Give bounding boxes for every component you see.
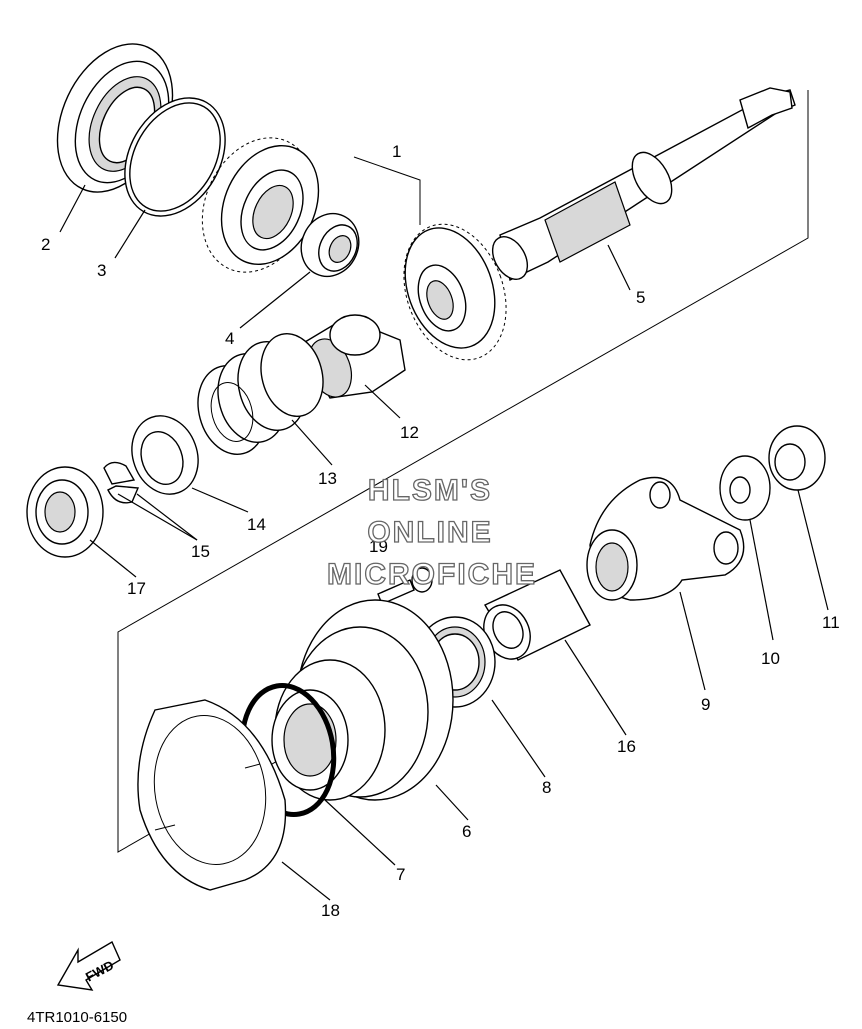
part-10-washer: [719, 455, 771, 521]
label-part-12: 12: [400, 423, 419, 442]
leader-lines: [59, 184, 829, 901]
label-part-11: 11: [822, 613, 840, 632]
label-part-14: 14: [247, 515, 266, 534]
part-14-collar: [131, 415, 199, 495]
label-part-4: 4: [225, 329, 234, 348]
label-part-18: 18: [321, 901, 340, 920]
part-18-shim-plate: [137, 699, 287, 891]
label-part-19: 19: [369, 537, 388, 556]
part-number-labels: 1 2 3 4 5 6 7 8 9 10 11 12 13 14 15 16 1…: [41, 142, 840, 920]
label-part-5: 5: [636, 288, 645, 307]
part-15-collets: [103, 461, 140, 504]
part-9-yoke: [586, 476, 745, 601]
label-part-16: 16: [617, 737, 636, 756]
fwd-arrow-icon: FWD: [56, 940, 121, 991]
label-part-13: 13: [318, 469, 337, 488]
watermark-line-1: HLSM'S: [368, 474, 492, 507]
part-3-snap-ring: [124, 97, 226, 217]
part-5-drive-shaft: [491, 87, 796, 282]
part-17-bearing: [26, 466, 104, 558]
label-part-7: 7: [396, 865, 405, 884]
label-part-17: 17: [127, 579, 146, 598]
label-part-3: 3: [97, 261, 106, 280]
watermark-line-2: ONLINE: [367, 516, 492, 549]
label-part-8: 8: [542, 778, 551, 797]
part-13-spring: [197, 332, 324, 455]
part-1-bevel-gear-b: [403, 223, 507, 361]
part-16-sleeve: [483, 569, 591, 661]
part-4-needle-bearing: [300, 212, 360, 278]
label-part-6: 6: [462, 822, 471, 841]
label-part-10: 10: [761, 649, 780, 668]
diagram-code: 4TR1010-6150: [27, 1009, 127, 1026]
watermark: HLSM'S ONLINE MICROFICHE: [326, 473, 537, 591]
label-part-2: 2: [41, 235, 50, 254]
part-11-nut: [768, 425, 826, 491]
part-12-shaft-flange: [299, 314, 406, 399]
label-part-15: 15: [191, 542, 210, 561]
part-1-bevel-gear-a: [201, 137, 320, 273]
part-6-bearing-housing: [271, 599, 454, 801]
label-part-1: 1: [392, 142, 401, 161]
watermark-line-3: MICROFICHE: [327, 558, 537, 591]
label-part-9: 9: [701, 695, 710, 714]
